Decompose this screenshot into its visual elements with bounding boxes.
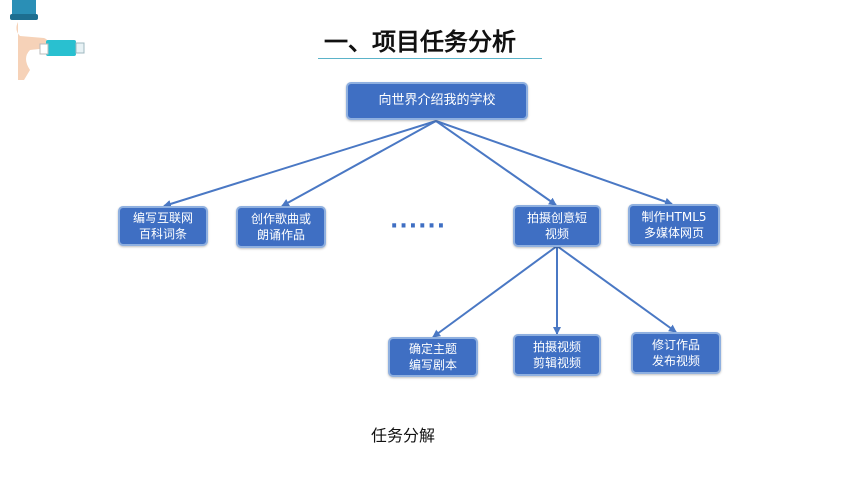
subtask-label-1: 确定主题 编写剧本 — [408, 342, 457, 372]
task-label-4: 制作HTML5 多媒体网页 — [641, 210, 707, 240]
root-node: 向世界介绍我的学校 — [346, 82, 528, 120]
edge-task3-sub-1 — [432, 245, 558, 338]
edge-root-task-1 — [163, 120, 437, 208]
task-node-4: 制作HTML5 多媒体网页 — [628, 204, 720, 246]
subtask-node-2: 拍摄视频 剪辑视频 — [513, 334, 601, 376]
task-label-3: 拍摄创意短 视频 — [526, 211, 587, 241]
subtask-node-3: 修订作品 发布视频 — [631, 332, 721, 374]
edge-root-task-4 — [435, 120, 673, 206]
page-title: 一、项目任务分析 — [324, 28, 516, 56]
subtask-label-3: 修订作品 发布视频 — [651, 338, 700, 368]
hand-usb-icon — [10, 0, 85, 80]
edge-root-task-2 — [281, 120, 437, 207]
more-tasks-ellipsis: ······ — [390, 214, 447, 239]
subtask-label-2: 拍摄视频 剪辑视频 — [532, 340, 581, 370]
subtask-node-1: 确定主题 编写剧本 — [388, 337, 478, 377]
edge-task3-sub-3 — [556, 245, 677, 333]
task-label-1: 编写互联网 百科词条 — [132, 211, 193, 241]
task-node-2: 创作歌曲或 朗诵作品 — [236, 206, 326, 248]
task-label-2: 创作歌曲或 朗诵作品 — [250, 212, 311, 242]
task-node-1: 编写互联网 百科词条 — [118, 206, 208, 246]
edge-root-task-3 — [435, 120, 557, 206]
title-underline — [318, 58, 542, 59]
figure-caption: 任务分解 — [370, 426, 435, 445]
task-node-3: 拍摄创意短 视频 — [513, 205, 601, 247]
root-label: 向世界介绍我的学校 — [378, 93, 496, 108]
